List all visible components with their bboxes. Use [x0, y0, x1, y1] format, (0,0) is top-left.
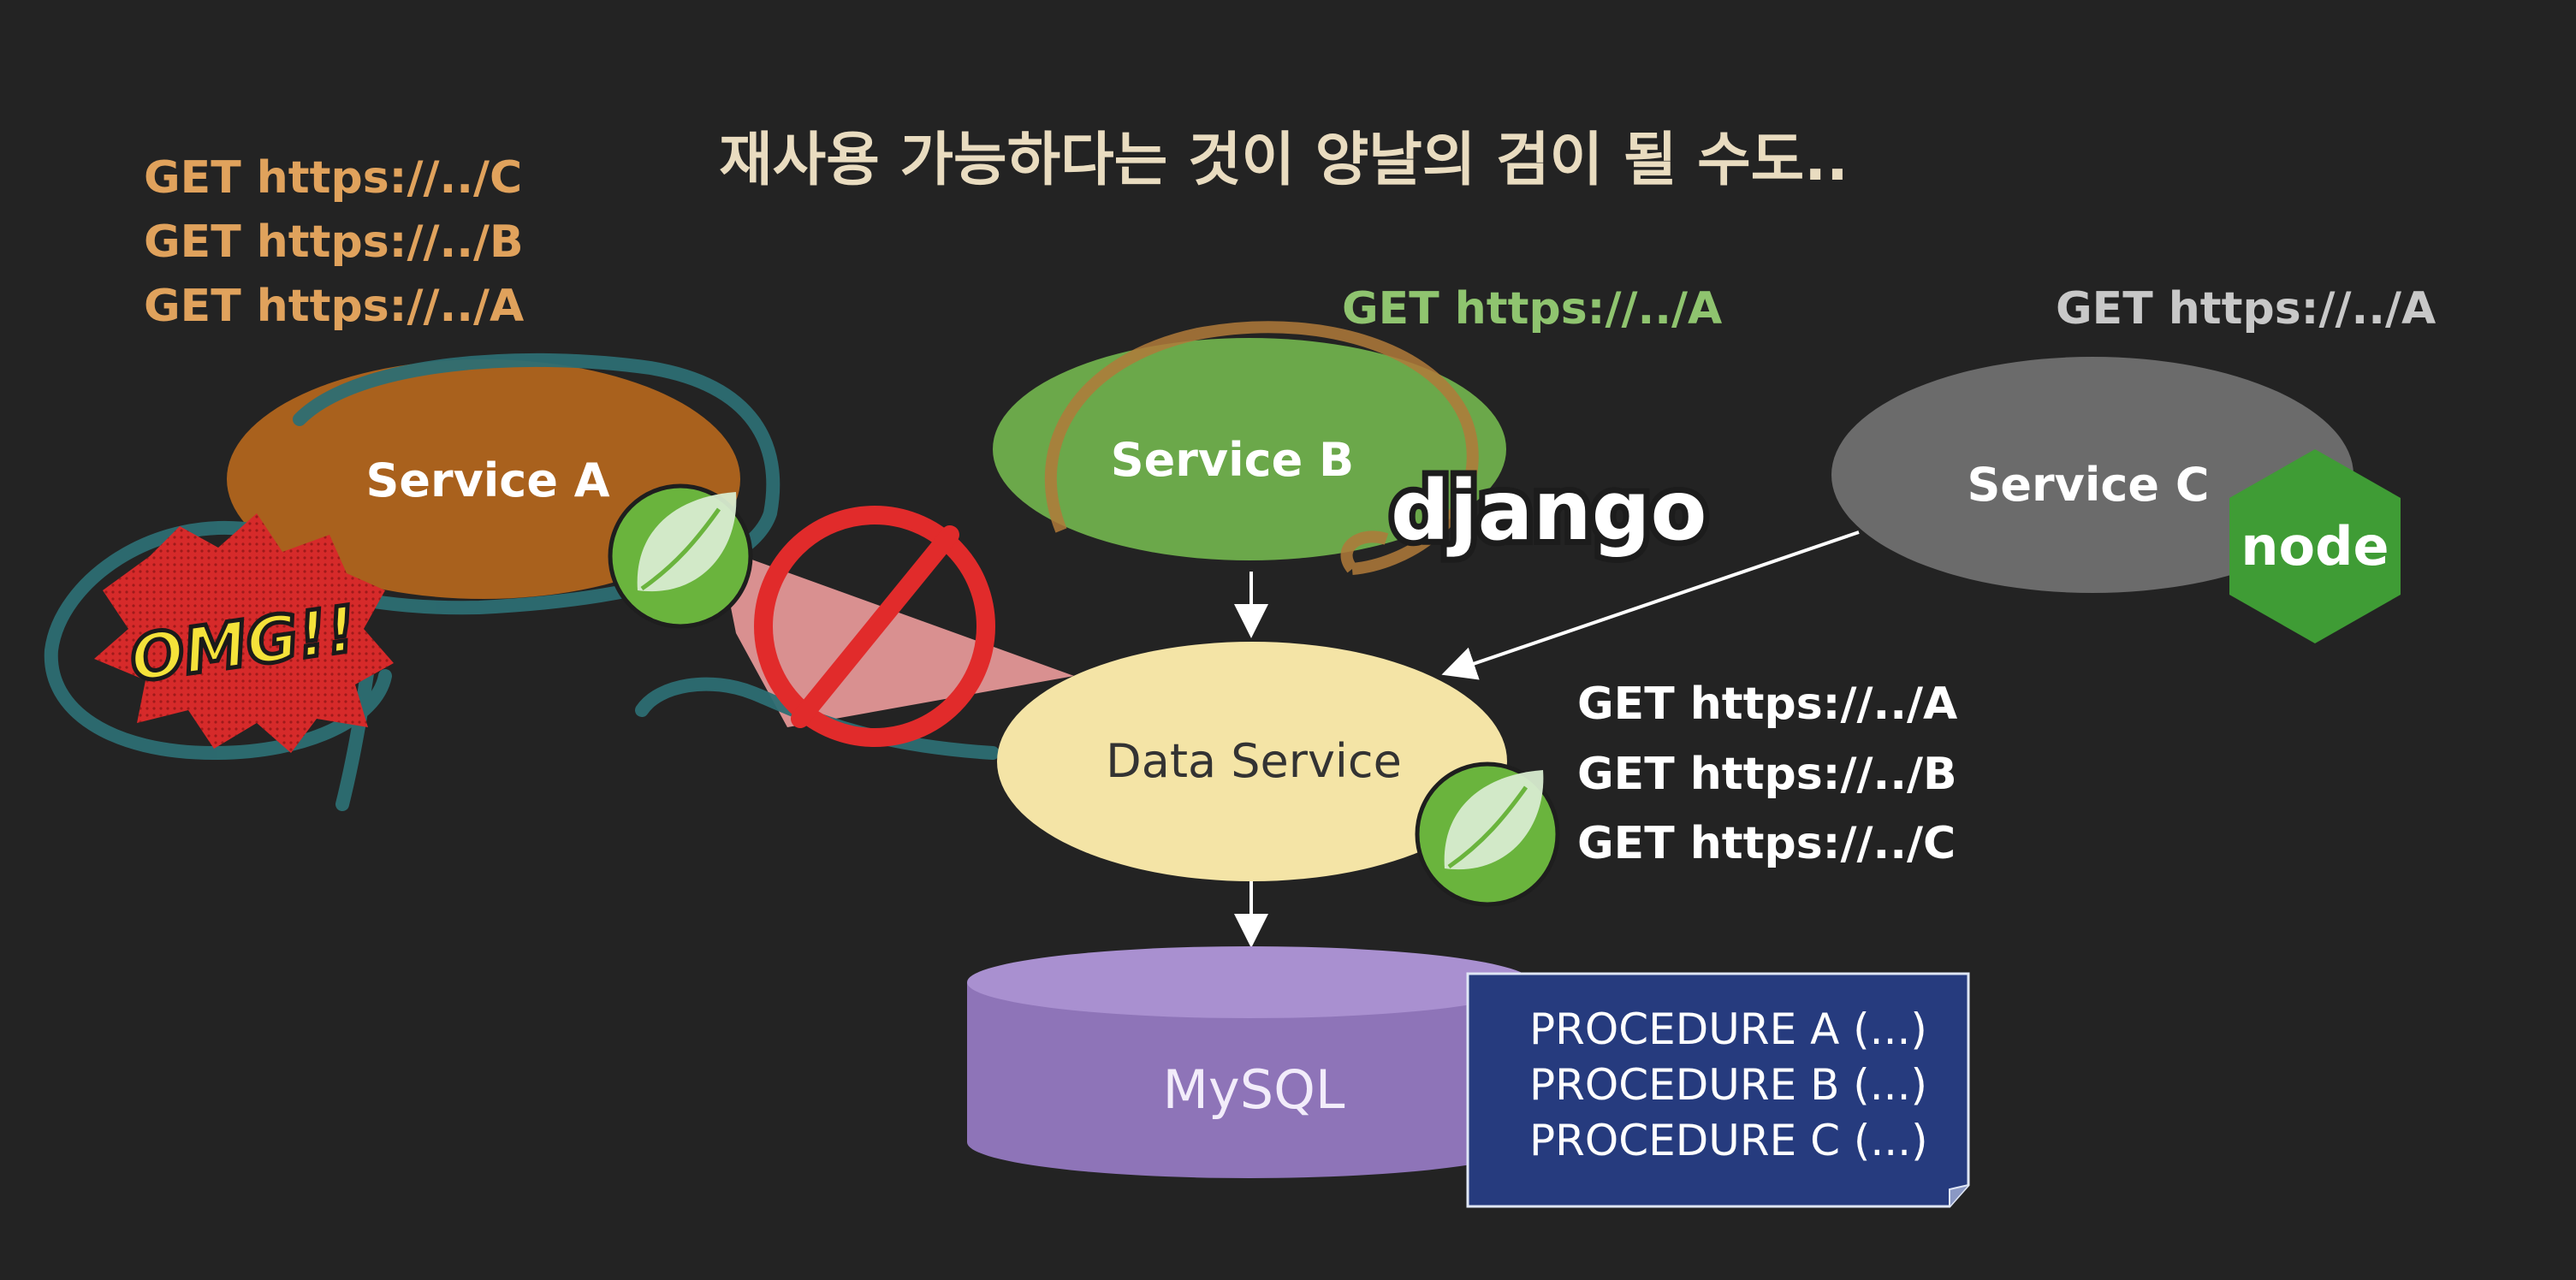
data-service-endpoint-1: GET https://../A	[1577, 679, 1957, 730]
service-a-request-3: GET https://../A	[144, 281, 524, 332]
spring-leaf-icon	[608, 483, 753, 629]
mysql-label: MySQL	[1163, 1058, 1345, 1121]
svg-text:node: node	[2241, 515, 2389, 578]
procedure-a: PROCEDURE A (...)	[1529, 1004, 1927, 1054]
procedure-c: PROCEDURE C (...)	[1529, 1116, 1928, 1165]
brown-scribble	[1044, 321, 1479, 575]
data-service-node: Data Service	[997, 642, 1507, 881]
blocked-connection-beam	[719, 548, 1074, 727]
data-service-label: Data Service	[1106, 734, 1402, 788]
service-c-node: Service C	[1831, 357, 2353, 593]
arrow-service-c-to-data	[1441, 530, 1860, 680]
service-a-label: Service A	[365, 453, 609, 507]
data-service-endpoints: GET https://../A GET https://../B GET ht…	[1577, 679, 1957, 869]
data-service-endpoint-3: GET https://../C	[1577, 818, 1956, 869]
omg-burst: OMG!!	[94, 513, 394, 753]
slide-title: 재사용 가능하다는 것이 양날의 검이 될 수도..	[719, 127, 1849, 194]
service-b-node: Service B	[993, 321, 1506, 575]
service-b-label: Service B	[1111, 433, 1354, 487]
service-c-label: Service C	[1968, 458, 2210, 512]
procedure-b: PROCEDURE B (...)	[1529, 1060, 1927, 1110]
node-logo-icon: node	[2229, 449, 2401, 643]
service-c-request: GET https://../A	[2056, 283, 2436, 335]
prohibited-icon	[754, 506, 995, 747]
service-a-request-2: GET https://../B	[144, 216, 524, 268]
django-logo-icon: django	[1385, 457, 1712, 565]
data-service-endpoint-2: GET https://../B	[1577, 749, 1957, 800]
procedure-note: PROCEDURE A (...) PROCEDURE B (...) PROC…	[1466, 972, 1970, 1208]
service-b-request: GET https://../A	[1342, 283, 1722, 335]
mysql-database: MySQL	[967, 946, 1532, 1178]
service-a-requests: GET https://../C GET https://../B GET ht…	[144, 152, 524, 332]
svg-text:django: django	[1391, 463, 1706, 559]
spring-leaf-icon	[1415, 761, 1560, 907]
service-a-request-1: GET https://../C	[144, 152, 522, 204]
